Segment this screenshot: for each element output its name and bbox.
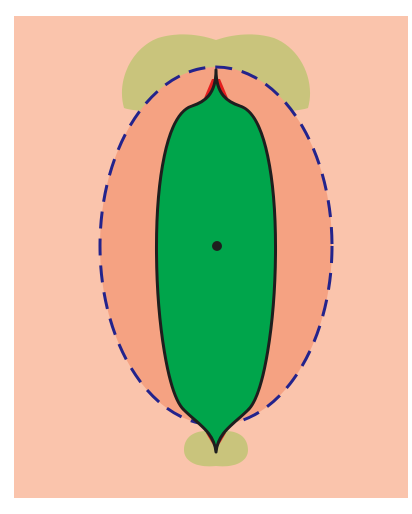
spindle-body: [156, 70, 275, 452]
center-point: [212, 241, 222, 251]
